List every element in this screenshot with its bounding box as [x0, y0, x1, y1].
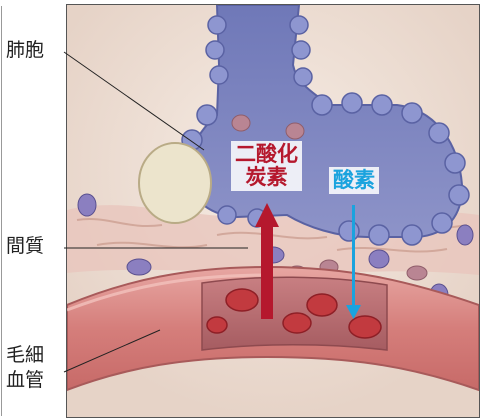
co2-label-line1: 二酸化	[235, 143, 298, 166]
capillary-label-line2: 血管	[6, 370, 44, 392]
capillary-label-line1: 毛細	[6, 345, 44, 367]
illustration-frame: 二酸化 炭素 酸素	[66, 4, 480, 418]
co2-label: 二酸化 炭素	[231, 141, 302, 191]
alveolus-label: 肺胞	[6, 40, 44, 62]
alveolus-capillary-illustration	[67, 5, 479, 417]
o2-label: 酸素	[329, 167, 379, 194]
interstitium-label: 間質	[6, 236, 44, 258]
co2-label-line2: 炭素	[235, 166, 298, 189]
alveolar-macrophage	[139, 143, 211, 223]
left-guide-line	[1, 6, 2, 416]
